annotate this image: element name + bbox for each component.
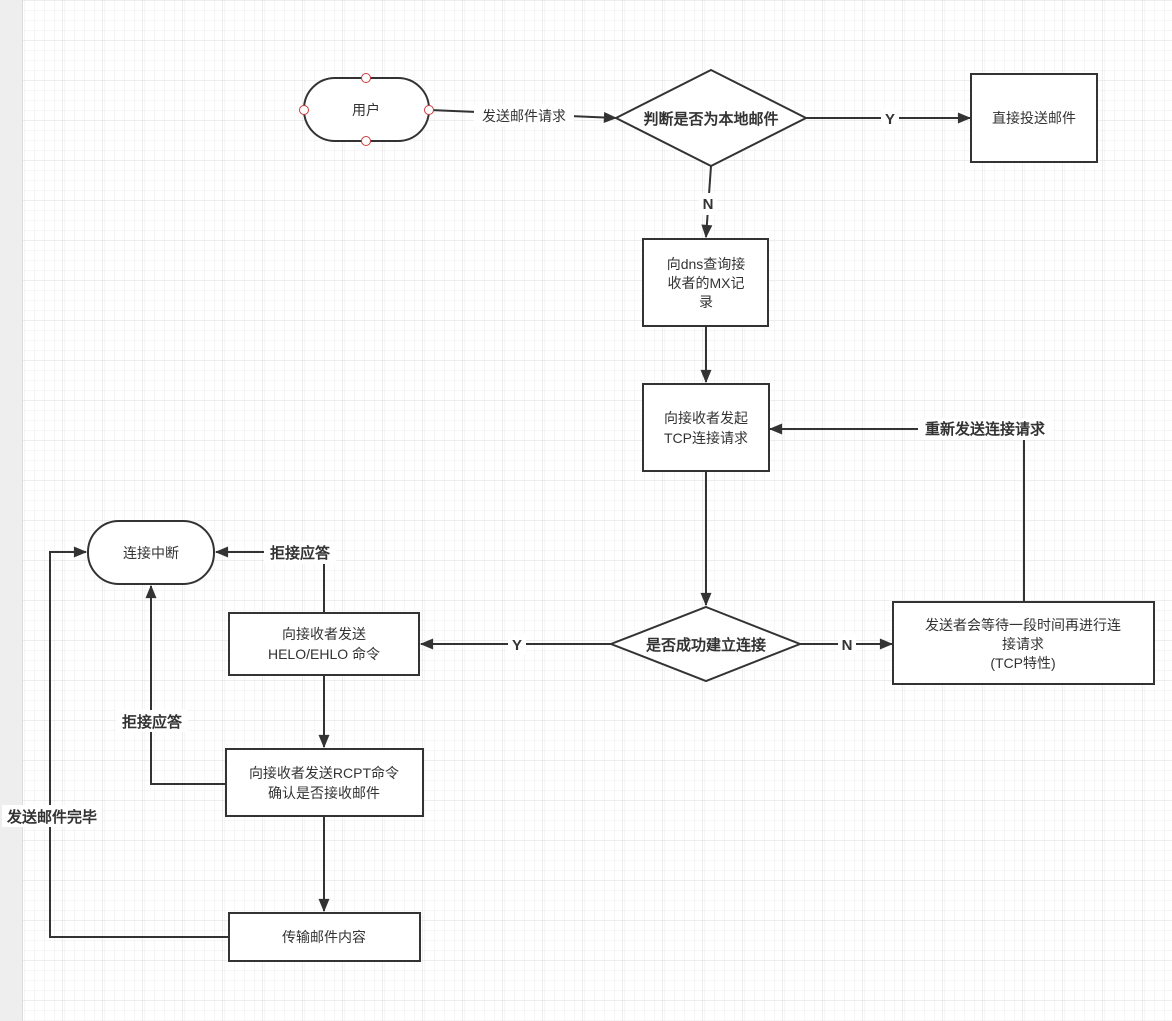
node-wait-retry-line-1: 发送者会等待一段时间再进行连 (925, 617, 1121, 633)
node-wait-retry[interactable]: 发送者会等待一段时间再进行连 接请求 (TCP特性) (892, 601, 1155, 685)
edge-label-reject-rcpt: 拒接应答 (122, 713, 183, 731)
node-rcpt-line-2: 确认是否接收邮件 (268, 785, 380, 801)
node-tcp-request[interactable]: 向接收者发起 TCP连接请求 (642, 383, 770, 472)
node-helo-line-1: 向接收者发送 (282, 626, 366, 642)
node-dns-query-line-1: 向dns查询接 (667, 256, 746, 272)
grid-background (22, 0, 1172, 1021)
edge-label-retry: 重新发送连接请求 (925, 420, 1046, 438)
node-connected-label: 是否成功建立连接 (645, 636, 766, 654)
node-dns-query-line-2: 收者的MX记 (668, 275, 745, 291)
node-transfer[interactable]: 传输邮件内容 (228, 912, 421, 962)
edge-label-yes-connect: Y (512, 637, 522, 654)
edge-label-reject-helo: 拒接应答 (270, 544, 331, 562)
connection-handle[interactable] (299, 105, 309, 115)
node-direct-deliver-label: 直接投送邮件 (992, 110, 1076, 126)
node-user[interactable]: 用户 (299, 73, 434, 146)
node-disconnect-label: 连接中断 (123, 545, 179, 561)
node-tcp-request-line-1: 向接收者发起 (664, 410, 748, 426)
node-disconnect[interactable]: 连接中断 (87, 520, 215, 585)
node-rcpt-line-1: 向接收者发送RCPT命令 (249, 765, 399, 781)
node-tcp-request-line-2: TCP连接请求 (664, 430, 748, 446)
node-direct-deliver[interactable]: 直接投送邮件 (970, 73, 1098, 163)
node-wait-retry-line-3: (TCP特性) (990, 655, 1055, 671)
edge-label-no-connect: N (842, 637, 853, 654)
node-dns-query[interactable]: 向dns查询接 收者的MX记 录 (642, 238, 769, 327)
node-helo-line-2: HELO/EHLO 命令 (268, 646, 380, 662)
edge-label-yes-local: Y (885, 111, 895, 128)
node-is-local-label: 判断是否为本地邮件 (643, 110, 778, 128)
connection-handle[interactable] (361, 73, 371, 83)
connection-handle[interactable] (361, 136, 371, 146)
node-transfer-label: 传输邮件内容 (282, 929, 366, 945)
connection-handle[interactable] (424, 105, 434, 115)
node-rcpt[interactable]: 向接收者发送RCPT命令 确认是否接收邮件 (225, 748, 424, 817)
edge-label-no-local: N (703, 196, 714, 213)
edge-rcpt-reject[interactable] (145, 584, 225, 785)
edge-label-finished: 发送邮件完毕 (6, 808, 97, 826)
node-is-local-decision[interactable]: 判断是否为本地邮件 (613, 68, 809, 168)
node-wait-retry-line-2: 接请求 (1002, 636, 1044, 652)
node-helo[interactable]: 向接收者发送 HELO/EHLO 命令 (228, 612, 420, 676)
node-dns-query-line-3: 录 (699, 294, 713, 310)
edge-label-send-request: 发送邮件请求 (482, 108, 566, 124)
node-connected-decision[interactable]: 是否成功建立连接 (608, 605, 803, 683)
node-user-label: 用户 (352, 102, 380, 118)
edge-finished[interactable] (49, 546, 228, 938)
